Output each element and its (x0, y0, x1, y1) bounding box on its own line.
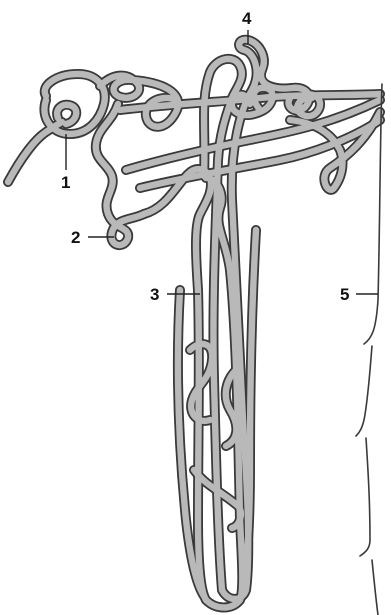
label-5: 5 (340, 285, 349, 304)
label-4: 4 (242, 9, 252, 28)
label-2: 2 (71, 228, 80, 247)
label-3: 3 (150, 285, 159, 304)
label-1: 1 (61, 173, 70, 192)
collecting-duct (356, 84, 382, 615)
